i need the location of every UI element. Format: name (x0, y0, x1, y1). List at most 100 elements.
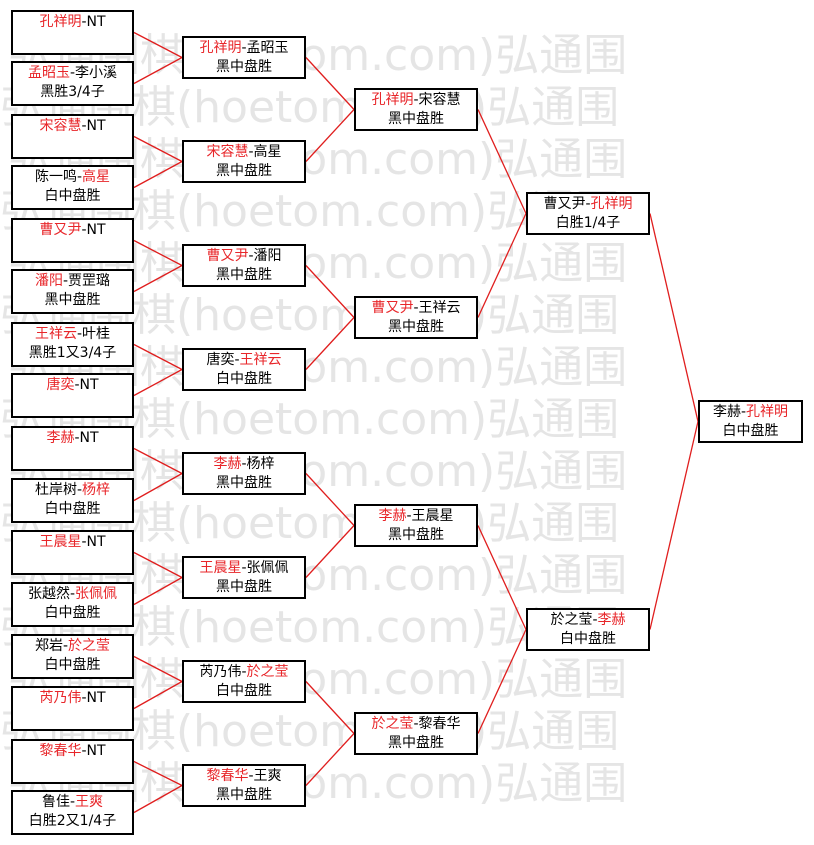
separator: - (81, 534, 87, 550)
player-b: 宋容慧 (418, 92, 461, 108)
match-result: 白中盘胜 (44, 188, 101, 204)
round2-match-2: 宋容慧-高星黑中盘胜 (182, 140, 306, 183)
round2-match-3: 曹又尹-潘阳黑中盘胜 (182, 244, 306, 287)
player-a: 唐奕 (46, 377, 75, 393)
round2-match-6: 王晨星-张佩佩黑中盘胜 (182, 556, 306, 599)
bracket-link (133, 551, 183, 579)
player-a: 唐奕 (206, 352, 235, 368)
player-a: 李赫 (712, 404, 741, 420)
round1-match-15: 黎春华-NT (11, 739, 134, 784)
separator: - (74, 377, 80, 393)
bracket-link (477, 109, 527, 214)
separator: - (248, 768, 254, 784)
bracket-link (133, 472, 183, 502)
round1-match-14: 芮乃伟-NT (11, 686, 134, 731)
bracket-link (305, 109, 355, 162)
round2-match-8: 黎春华-王爽黑中盘胜 (182, 764, 306, 807)
player-b: 黎春华 (418, 716, 461, 732)
round1-match-13: 郑岩-於之莹白中盘胜 (11, 634, 134, 679)
round1-match-12: 张越然-张佩佩白中盘胜 (11, 582, 134, 627)
round1-match-7: 王祥云-叶桂黑胜1又3/4子 (11, 322, 134, 367)
match-result: 黑中盘胜 (216, 579, 272, 595)
separator: - (241, 456, 247, 472)
player-b: 贾罡璐 (68, 273, 111, 289)
bracket-link (305, 317, 355, 370)
match-result: 白中盘胜 (216, 683, 272, 699)
player-b: 高星 (82, 169, 111, 185)
round1-match-3: 宋容慧-NT (11, 114, 134, 159)
player-b: 孔祥明 (746, 404, 789, 420)
player-a: 黎春华 (206, 768, 249, 784)
final-match: 李赫-孔祥明白中盘胜 (698, 400, 803, 443)
player-b: 王爽 (253, 768, 282, 784)
round1-match-16: 鲁佳-王爽白胜2又1/4子 (11, 790, 134, 835)
match-result: 黑中盘胜 (388, 111, 444, 127)
round1-match-8: 唐奕-NT (11, 373, 134, 418)
player-a: 孔祥明 (199, 40, 242, 56)
separator: - (413, 716, 419, 732)
match-result: 黑中盘胜 (216, 267, 272, 283)
separator: - (74, 430, 80, 446)
round1-match-5: 曹又尹-NT (11, 218, 134, 263)
round1-match-9: 李赫-NT (11, 426, 134, 471)
match-result: 白中盘胜 (722, 423, 779, 439)
bracket-link (133, 160, 183, 189)
match-result: 白中盘胜 (560, 631, 616, 647)
bracket-link (305, 473, 355, 526)
player-a: 李赫 (213, 456, 242, 472)
player-b: 张佩佩 (246, 560, 289, 576)
bracket-link (305, 57, 355, 110)
separator: - (406, 508, 412, 524)
round1-match-2: 孟昭玉-李小溪黑胜3/4子 (11, 61, 134, 106)
player-b: NT (86, 222, 106, 238)
player-b: 李赫 (597, 612, 626, 628)
separator: - (81, 222, 87, 238)
player-b: 潘阳 (253, 248, 282, 264)
separator: - (413, 92, 419, 108)
bracket-link (133, 655, 183, 683)
round1-match-11: 王晨星-NT (11, 530, 134, 575)
player-b: 杨梓 (82, 482, 111, 498)
player-b: 王祥云 (418, 300, 461, 316)
player-a: 芮乃伟 (39, 690, 82, 706)
bracket-link (133, 31, 183, 59)
match-result: 白中盘胜 (44, 501, 101, 517)
separator: - (69, 65, 76, 81)
round3-match-4: 於之莹-黎春华黑中盘胜 (354, 712, 478, 755)
separator: - (76, 482, 83, 498)
semifinal-match-2: 於之莹-李赫白中盘胜 (526, 608, 650, 651)
match-result: 黑胜1又3/4子 (28, 345, 117, 361)
separator: - (241, 560, 247, 576)
player-a: 曹又尹 (543, 196, 586, 212)
round1-match-10: 杜岸树-杨梓白中盘胜 (11, 478, 134, 523)
separator: - (248, 248, 254, 264)
player-a: 王晨星 (199, 560, 242, 576)
player-b: NT (86, 14, 106, 30)
semifinal-match-1: 曹又尹-孔祥明白胜1/4子 (526, 192, 650, 235)
bracket-link (477, 213, 527, 318)
separator: - (740, 404, 747, 420)
match-result: 黑胜3/4子 (40, 84, 105, 100)
player-a: 宋容慧 (39, 118, 82, 134)
bracket-link (305, 681, 355, 734)
bracket-link (133, 760, 183, 787)
player-a: 王祥云 (34, 326, 77, 342)
match-result: 黑中盘胜 (216, 787, 272, 803)
separator: - (241, 40, 247, 56)
bracket-link (133, 56, 183, 85)
player-b: NT (86, 118, 106, 134)
bracket-link (133, 784, 183, 814)
player-a: 鲁佳 (41, 794, 70, 810)
bracket-link (305, 733, 355, 786)
separator: - (81, 690, 87, 706)
separator: - (413, 300, 419, 316)
match-result: 黑中盘胜 (44, 292, 101, 308)
separator: - (585, 196, 591, 212)
bracket-link (133, 447, 183, 475)
bracket-link (305, 265, 355, 318)
bracket-link (133, 368, 183, 397)
bracket-link (133, 264, 183, 293)
match-result: 白中盘胜 (44, 605, 101, 621)
player-a: 於之莹 (550, 612, 593, 628)
